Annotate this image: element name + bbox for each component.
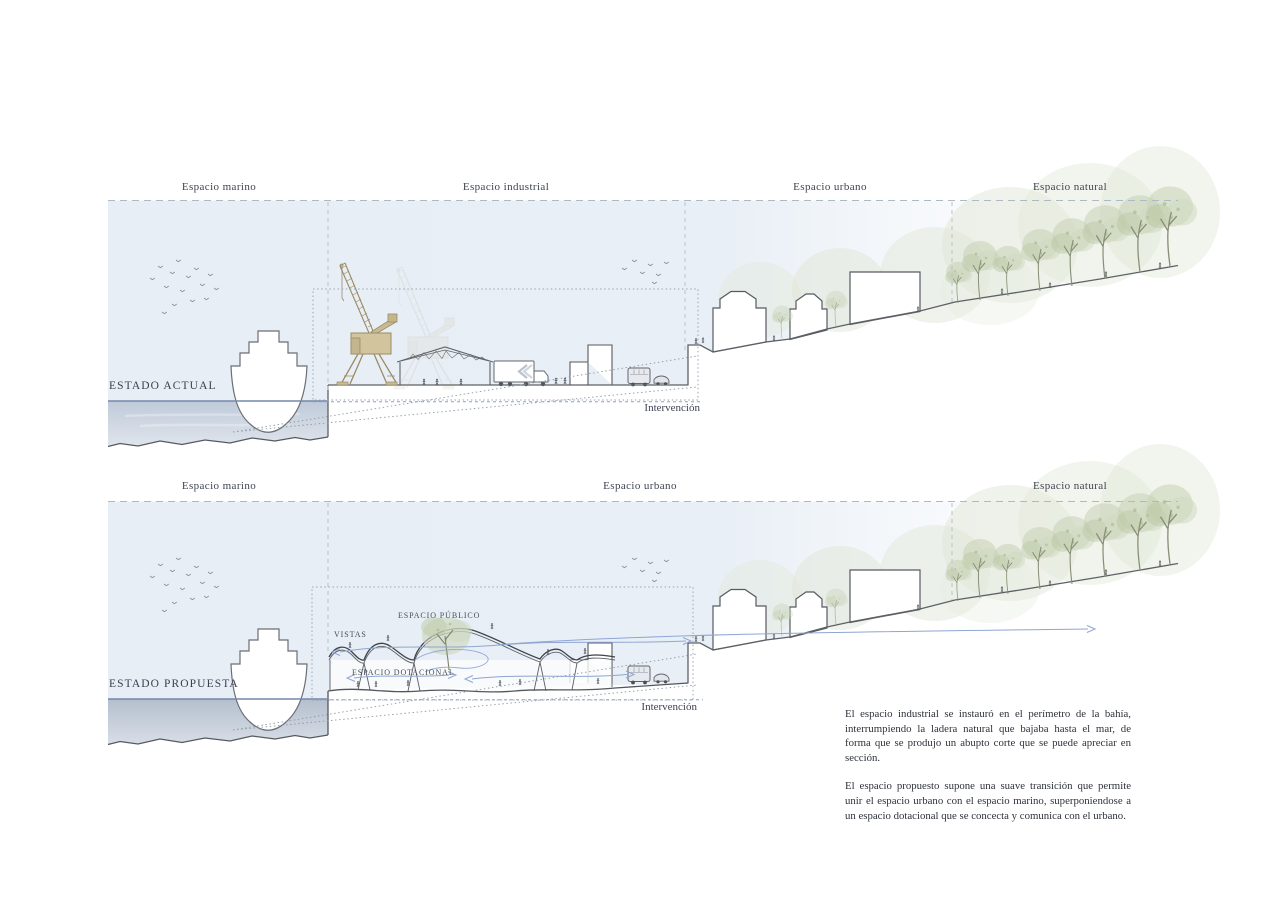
description-paragraph-1: El espacio industrial se instauró en el … [845,708,1131,764]
seabed-line [107,436,329,448]
seabed-line [107,734,329,746]
zone-label-natural-propuesta: Espacio natural [1032,480,1108,492]
zone-label-natural-actual: Espacio natural [1032,181,1108,193]
canopy-tree [414,617,489,673]
section-propuesta-art [107,444,1220,766]
zone-label-marino-propuesta: Espacio marino [181,480,257,492]
zone-label-marino-actual: Espacio marino [181,181,257,193]
espacio-publico-label: ESPACIO PÚBLICO [398,611,481,620]
zone-divider-lines [327,503,953,653]
zone-label-industrial-actual: Espacio industrial [462,181,550,193]
vistas-label: VISTAS [334,630,367,639]
section-title-actual: ESTADO ACTUAL [109,380,217,392]
espacio-dotacional-label: ESPACIO DOTACIONAL [352,668,455,677]
projection-lines [232,355,698,433]
section-actual-art [107,146,1220,468]
section-title-propuesta: ESTADO PROPUESTA [109,678,239,690]
project-description: El espacio industrial se instauró en el … [845,707,1131,837]
warehouse [396,346,494,385]
intervention-label-actual: Intervención [644,402,700,414]
truck [493,360,549,387]
zone-divider-lines [327,202,953,392]
projection-lines [232,653,698,731]
swirl-line [414,648,489,673]
zone-label-urbano-propuesta: Espacio urbano [603,480,677,492]
description-paragraph-2: El espacio propuesto supone una suave tr… [845,780,1131,822]
intervention-label-propuesta: Intervención [641,701,697,713]
vista-arrows [330,625,1097,683]
zone-label-urbano-actual: Espacio urbano [793,181,867,193]
intervention-outline [311,586,694,701]
